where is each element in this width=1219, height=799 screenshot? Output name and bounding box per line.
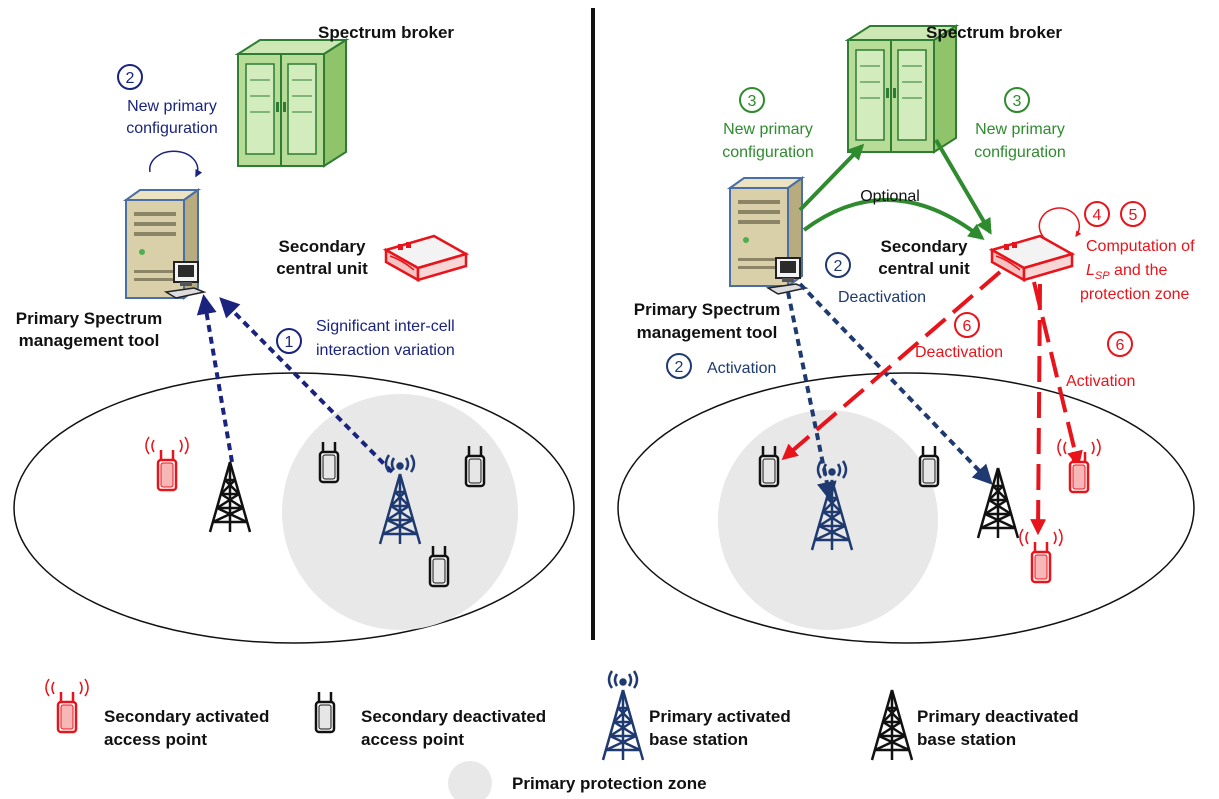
left-scu-icon [384, 234, 468, 282]
right-arrow-optional [802, 197, 985, 240]
legend-secondary-deactivated-icon [314, 690, 336, 734]
right-step2b-circle [666, 353, 692, 379]
right-step6a-num: 6 [963, 318, 972, 335]
left-pst-line2: management tool [19, 331, 160, 350]
legend-primary-deactivated-line1: Primary deactivated [917, 707, 1079, 726]
right-step2b-label: Activation [707, 360, 776, 377]
left-arrow-tower-to-pst [196, 294, 234, 463]
right-step6a-label: Deactivation [915, 344, 1003, 361]
legend-primary-activated-line2: base station [649, 730, 748, 749]
right-computation-lsp-sub: SP [1095, 270, 1110, 282]
left-step1-line1: Significant inter-cell [316, 318, 455, 335]
left-scu-line1: Secondary [279, 237, 366, 256]
left-step1-line2: interaction variation [316, 342, 455, 359]
legend-primary-activated-icon [601, 669, 645, 762]
right-arrow-deactivation [798, 282, 993, 485]
left-step1-num: 1 [285, 334, 294, 351]
left-step1-circle [276, 328, 302, 354]
legend-secondary-activated-icon [44, 677, 90, 734]
left-step2-circle [117, 64, 143, 90]
legend-secondary-activated-line1: Secondary activated [104, 707, 269, 726]
left-panel: Spectrum broker 2 New primary configurat… [13, 23, 575, 644]
right-step6b-num: 6 [1116, 337, 1125, 354]
left-scu-line2: central unit [276, 259, 368, 278]
legend-secondary-deactivated-line1: Secondary deactivated [361, 707, 546, 726]
legend-protection-zone-label: Primary protection zone [512, 774, 707, 793]
right-spectrum-broker-icon [847, 25, 957, 153]
right-step3b-circle [1004, 87, 1030, 113]
left-broker-label: Spectrum broker [318, 23, 454, 42]
right-step3a-line1: New primary [723, 121, 813, 138]
right-step5-circle [1120, 201, 1146, 227]
right-step3a-circle [739, 87, 765, 113]
right-step6a-circle [954, 312, 980, 338]
right-step3b-line1: New primary [975, 121, 1065, 138]
right-arrow-broker-to-scu [934, 138, 992, 235]
right-broker-label: Spectrum broker [926, 23, 1062, 42]
legend: Secondary activated access point Seconda… [44, 669, 1079, 799]
right-computation-line3: protection zone [1080, 286, 1190, 303]
left-step2-num: 2 [126, 70, 135, 87]
left-self-loop [148, 150, 203, 178]
right-scu-icon [990, 234, 1074, 282]
left-pst-line1: Primary Spectrum [16, 309, 162, 328]
right-step6b-label: Activation [1066, 373, 1135, 390]
right-computation-line2-rest: and the [1110, 262, 1168, 279]
legend-primary-deactivated-line2: base station [917, 730, 1016, 749]
left-step2-line1: New primary [127, 98, 217, 115]
right-step3a-num: 3 [748, 93, 757, 110]
legend-secondary-deactivated-line2: access point [361, 730, 464, 749]
left-step2-line2: configuration [126, 120, 218, 137]
legend-primary-activated-line1: Primary activated [649, 707, 791, 726]
right-step3a-line2: configuration [722, 144, 814, 161]
right-step6b-circle [1107, 331, 1133, 357]
right-computation-lsp: L [1086, 262, 1095, 279]
right-scu-line1: Secondary [881, 237, 968, 256]
right-step4-num: 4 [1093, 207, 1102, 224]
right-pst-line1: Primary Spectrum [634, 300, 780, 319]
legend-primary-deactivated-icon [870, 688, 914, 762]
left-spectrum-broker-icon [237, 39, 347, 167]
right-arrow-red-activation-1 [1032, 281, 1083, 468]
left-arrow-activetower-to-pst [219, 297, 394, 474]
right-step5-num: 5 [1129, 207, 1138, 224]
right-scu-line2: central unit [878, 259, 970, 278]
right-step2b-num: 2 [675, 359, 684, 376]
right-step3b-num: 3 [1013, 93, 1022, 110]
right-arrow-red-activation-2 [1030, 283, 1047, 536]
right-pst-line2: management tool [637, 323, 778, 342]
right-computation-line2: LSP and the [1086, 262, 1168, 282]
right-arrow-red-deactivation [781, 270, 1002, 461]
right-step2a-label: Deactivation [838, 289, 926, 306]
right-panel: Spectrum broker 3 New primary configurat… [617, 23, 1195, 644]
right-arrow-pst-to-broker [798, 143, 865, 212]
right-step2a-circle [825, 252, 851, 278]
right-optional-label: Optional [860, 188, 920, 205]
right-step4-circle [1084, 201, 1110, 227]
right-step3b-line2: configuration [974, 144, 1066, 161]
right-step2a-num: 2 [834, 258, 843, 275]
legend-protection-zone-icon [448, 761, 492, 799]
right-scu-self-loop [1038, 207, 1082, 243]
right-computation-line1: Computation of [1086, 238, 1195, 255]
legend-secondary-activated-line2: access point [104, 730, 207, 749]
